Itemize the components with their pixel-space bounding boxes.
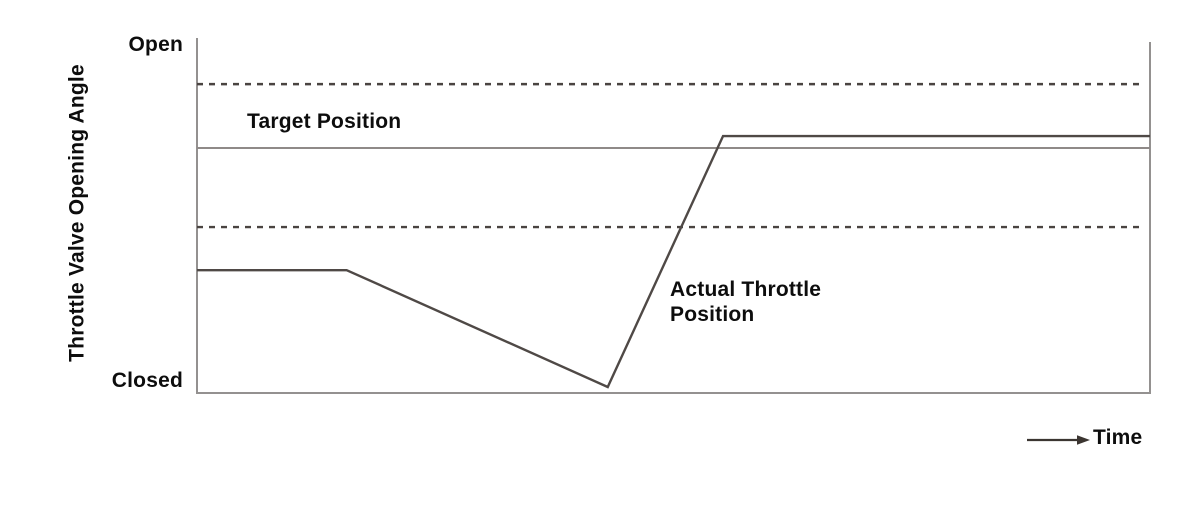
target-position-label: Target Position — [247, 110, 402, 133]
y-tick-open: Open — [128, 33, 183, 56]
actual-throttle-position-label: Actual Throttle Position — [670, 278, 822, 326]
arrow-head — [1077, 435, 1090, 445]
y-axis-title: Throttle Valve Opening Angle — [65, 64, 89, 362]
time-arrow-icon — [1027, 435, 1090, 445]
series-layer — [197, 82, 1150, 389]
series-actual-throttle-position — [197, 134, 1150, 389]
y-tick-closed: Closed — [111, 369, 183, 392]
axes — [196, 38, 1151, 394]
x-axis-title: Time — [1093, 426, 1143, 449]
